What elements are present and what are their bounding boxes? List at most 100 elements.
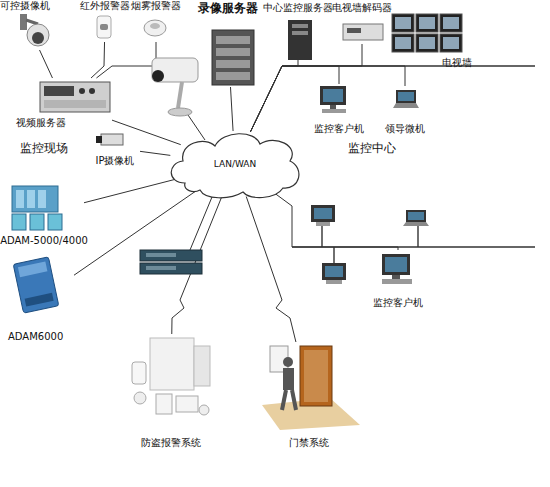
device-node: 防盗报警系统 <box>126 334 216 448</box>
access-control-icon <box>292 390 296 410</box>
network-bus <box>292 246 535 247</box>
network-bus <box>333 247 334 263</box>
device-node: 监控客户机 <box>312 84 366 134</box>
network-link <box>246 197 296 342</box>
io-module-icon <box>38 190 46 208</box>
network-link <box>40 50 53 78</box>
zone-label: 监控现场 <box>20 140 68 157</box>
alarm-system-icon <box>132 338 210 415</box>
alarm-system-icon <box>199 405 209 415</box>
tv-screen <box>395 37 411 49</box>
video-server-icon <box>89 88 95 94</box>
laptop-icon <box>393 103 419 108</box>
infrared-detector-icon <box>97 16 111 38</box>
network-link <box>250 66 405 132</box>
recording-server-icon <box>216 60 250 68</box>
io-module-icon <box>12 214 26 230</box>
device-label: 监控客户机 <box>373 297 423 309</box>
serial-server-icon <box>146 266 176 270</box>
device-node: IP摄像机 <box>90 130 140 166</box>
tv-screen <box>443 17 459 29</box>
io-module-icon <box>12 186 58 212</box>
ip-camera-icon <box>96 136 102 143</box>
decor-wire <box>186 112 205 140</box>
alarm-system-icon <box>194 346 210 386</box>
alarm-system-icon <box>156 394 172 414</box>
recording-server-icon <box>216 72 250 80</box>
dome-camera-icon <box>20 14 49 46</box>
device-label: 中心监控服务器 <box>263 2 333 14</box>
network-link <box>272 191 398 250</box>
io-module-icon <box>18 262 47 278</box>
device-node: 烟雾报警器 <box>130 0 182 42</box>
ip-camera-icon <box>96 134 123 145</box>
device-label: 门禁系统 <box>289 437 329 449</box>
ip-camera-icon <box>152 58 198 116</box>
serial-server-icon <box>140 263 202 274</box>
workstation-icon <box>320 86 346 113</box>
device-node: 视频服务器 <box>16 78 112 128</box>
device-node: 门禁系统 <box>260 342 358 448</box>
network-bus <box>417 224 418 247</box>
io-module-icon <box>30 214 44 230</box>
access-control-icon <box>262 346 360 430</box>
tv-screen <box>395 17 411 29</box>
io-module-icon <box>48 214 62 230</box>
device-node: 电视墙解码器 <box>334 2 390 44</box>
video-server-icon <box>44 100 106 108</box>
workstation-icon <box>311 205 335 222</box>
workstation-icon <box>382 254 410 275</box>
serial-server-icon <box>140 250 202 274</box>
workstation-icon <box>323 89 343 102</box>
tower-server-icon <box>292 31 308 35</box>
device-label: 电视墙 <box>442 57 472 69</box>
infrared-detector-icon <box>97 16 111 38</box>
io-module-icon <box>12 186 62 230</box>
workstation-icon <box>406 210 426 222</box>
workstation-icon <box>322 263 346 280</box>
video-server-icon <box>79 88 85 94</box>
io-module-icon <box>25 293 54 307</box>
device-node: 可控摄像机 <box>0 0 56 50</box>
dome-camera-icon <box>26 20 38 24</box>
access-control-icon <box>283 357 293 367</box>
network-link <box>140 151 170 155</box>
tv-wall-icon <box>416 34 438 52</box>
network-bus <box>321 226 322 247</box>
laptop-icon <box>396 90 416 103</box>
device-node: 领导微机 <box>382 86 428 134</box>
tv-wall-icon <box>392 14 414 32</box>
tv-wall-icon <box>392 14 462 52</box>
io-module-icon <box>27 190 35 208</box>
ip-camera-icon <box>152 58 198 82</box>
serial-server-icon <box>140 250 202 261</box>
access-control-icon <box>304 350 328 402</box>
io-module-icon <box>13 257 59 313</box>
device-label: 领导微机 <box>385 123 425 135</box>
tv-screen <box>443 37 459 49</box>
tower-server-icon <box>288 20 312 60</box>
tv-wall-icon <box>440 34 462 52</box>
tower-server-icon <box>292 24 308 28</box>
device-label: ADAM6000 <box>8 331 63 343</box>
access-control-icon <box>282 390 286 410</box>
smoke-detector-icon <box>150 23 160 29</box>
device-node: 监控客户机 <box>368 250 428 308</box>
cloud-outline <box>171 134 299 198</box>
device-label: ADAM-5000/4000 <box>0 235 88 247</box>
video-server-icon <box>44 86 74 96</box>
recording-server-icon <box>216 36 250 44</box>
workstation-icon <box>408 212 424 220</box>
dome-camera-icon <box>32 32 44 44</box>
tv-wall-icon <box>416 14 438 32</box>
alarm-system-icon <box>134 392 146 404</box>
workstation-icon <box>392 275 400 279</box>
decoder-icon <box>347 28 361 33</box>
network-link <box>91 42 105 78</box>
device-node: ADAM6000 <box>8 254 74 342</box>
ip-camera-icon <box>178 82 182 108</box>
network-bus <box>282 66 535 263</box>
laptop-icon <box>398 92 414 101</box>
device-node: 中心监控服务器 <box>262 2 334 60</box>
